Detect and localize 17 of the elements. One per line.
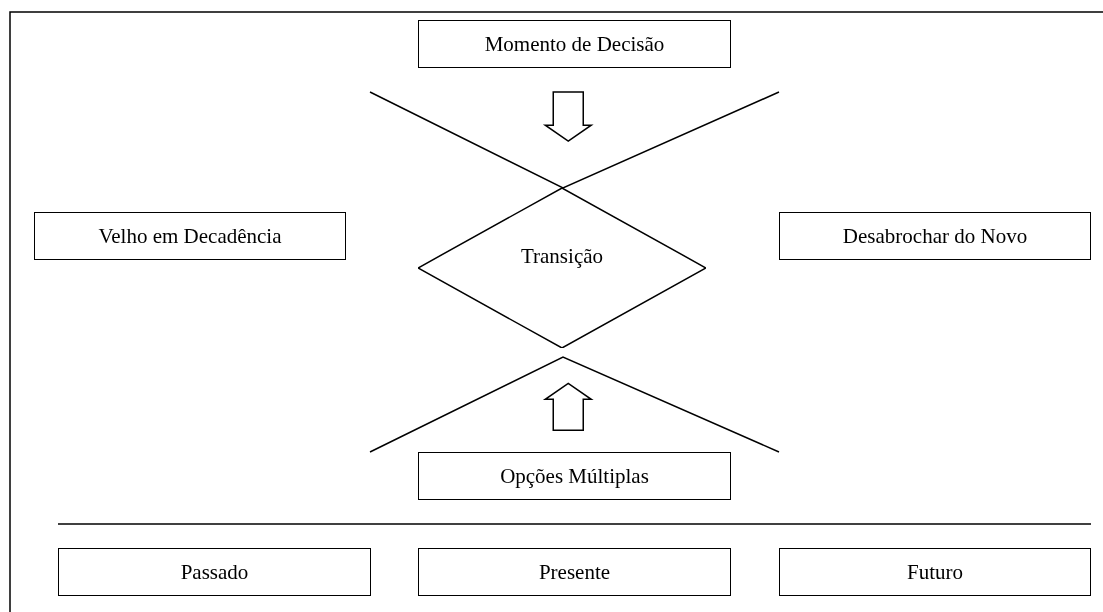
node-label: Velho em Decadência bbox=[98, 223, 282, 249]
block-arrow bbox=[542, 382, 594, 431]
node-label: Passado bbox=[180, 559, 249, 585]
label-box bbox=[418, 548, 731, 596]
node-label: Desabrochar do Novo bbox=[842, 223, 1028, 249]
label-box bbox=[34, 212, 346, 260]
node-label: Futuro bbox=[907, 559, 963, 585]
label-box bbox=[58, 548, 371, 596]
block-arrow bbox=[542, 91, 594, 143]
node-label: Transição bbox=[520, 243, 604, 269]
label-box bbox=[418, 20, 731, 68]
label-box bbox=[779, 212, 1091, 260]
node-label: Opções Múltiplas bbox=[500, 463, 649, 489]
node-label: Presente bbox=[538, 559, 611, 585]
label-box bbox=[779, 548, 1091, 596]
node-label: Momento de Decisão bbox=[484, 31, 665, 57]
label-box bbox=[418, 452, 731, 500]
